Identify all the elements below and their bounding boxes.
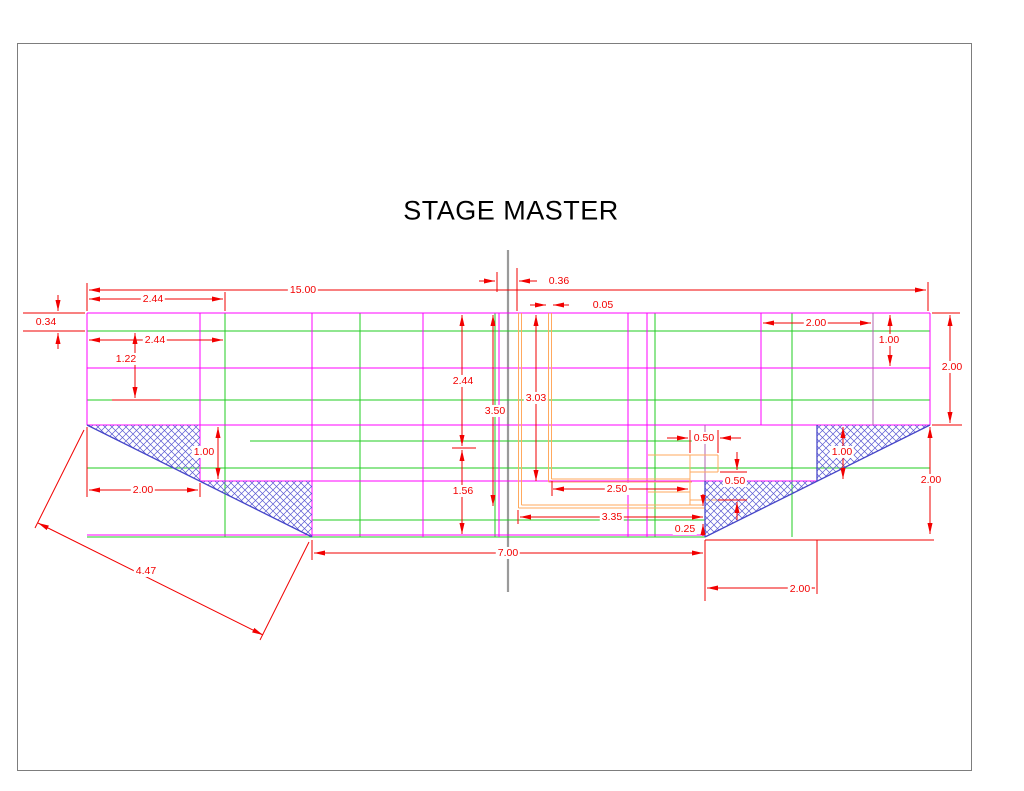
dim-center-height-303: 3.03 (523, 391, 549, 405)
dim-left-tri-hypotenuse: 4.47 (133, 564, 159, 578)
dim-center-offset: 0.36 (546, 274, 572, 288)
dim-lower-height-156: 1.56 (450, 484, 476, 498)
dim-channel-width-335: 3.35 (599, 510, 625, 524)
dim-top-right-width: 2.00 (803, 316, 829, 330)
dim-right-lower-height: 2.00 (918, 473, 944, 487)
dim-right-upper-height: 2.00 (939, 360, 965, 374)
dim-wall-thickness: 0.05 (590, 298, 616, 312)
sheet-border (17, 43, 972, 771)
dim-right-tri-height: 1.00 (829, 445, 855, 459)
dim-bottom-span: 7.00 (495, 546, 521, 560)
orange-profile (518, 313, 719, 509)
dim-top-left-width-2: 2.44 (142, 333, 168, 347)
dim-step-height-025: 0.25 (672, 522, 698, 536)
dim-overall-width: 15.00 (287, 283, 319, 297)
dim-channel-width-250: 2.50 (604, 482, 630, 496)
dim-right-tri-width: 2.00 (787, 582, 813, 596)
dim-right-step-width: 0.50 (691, 431, 717, 445)
hatch-wedges (86, 424, 931, 538)
dim-left-height: 1.22 (113, 352, 139, 366)
dim-center-height-350: 3.50 (482, 404, 508, 418)
dim-left-tri-width: 2.00 (130, 483, 156, 497)
dim-lip-height: 0.34 (33, 315, 59, 329)
drawing-title: STAGE MASTER (403, 195, 619, 226)
dim-center-height-244: 2.44 (450, 374, 476, 388)
left-hypotenuse (86, 424, 313, 538)
dim-top-right-height: 1.00 (876, 333, 902, 347)
dim-left-tri-height: 1.00 (191, 445, 217, 459)
dim-right-step-height: 0.50 (722, 474, 748, 488)
aligned-dim-line (37, 522, 264, 636)
dim-top-left-width: 2.44 (140, 292, 166, 306)
dimension-lines (23, 268, 962, 641)
